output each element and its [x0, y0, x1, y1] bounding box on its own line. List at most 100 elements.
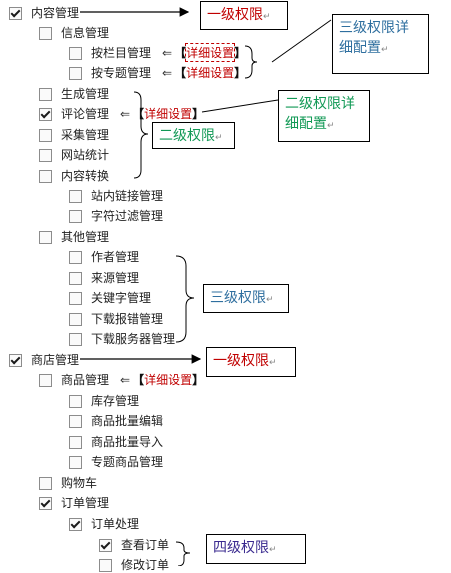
node-label: 采集管理 — [61, 128, 110, 142]
bracket-open: 【 — [132, 107, 145, 121]
detail-settings-label[interactable]: 详细设置 — [144, 373, 193, 387]
detail-settings-link-comment[interactable]: ⇐ 【 详细设置 】 — [120, 105, 204, 122]
tree-node-by-column-mgmt[interactable]: 按栏目管理 — [69, 45, 151, 61]
checkbox[interactable] — [69, 332, 82, 346]
node-label: 库存管理 — [91, 394, 140, 408]
tree-node-download-error-mgmt[interactable]: 下载报错管理 — [69, 311, 163, 327]
checkbox[interactable] — [69, 46, 82, 60]
tree-node-modify-order[interactable]: 修改订单 — [99, 557, 169, 573]
checkbox[interactable] — [39, 107, 52, 121]
tree-node-generate-mgmt[interactable]: 生成管理 — [39, 86, 109, 102]
checkbox[interactable] — [69, 271, 82, 285]
checkbox[interactable] — [69, 66, 82, 80]
checkbox[interactable] — [39, 476, 52, 490]
node-label: 下载报错管理 — [91, 312, 164, 326]
checkbox[interactable] — [69, 189, 82, 203]
tree-node-order-processing[interactable]: 订单处理 — [69, 516, 139, 532]
tree-node-comment-mgmt[interactable]: 评论管理 — [39, 106, 109, 122]
tree-node-order-mgmt[interactable]: 订单管理 — [39, 495, 109, 511]
arrow-left-icon: ⇐ — [162, 65, 173, 80]
node-label: 修改订单 — [121, 558, 170, 572]
detail-settings-label[interactable]: 详细设置 — [186, 66, 235, 80]
node-label: 查看订单 — [121, 538, 170, 552]
tree-node-site-stats[interactable]: 网站统计 — [39, 147, 109, 163]
checkbox[interactable] — [69, 414, 82, 428]
checkbox[interactable] — [9, 353, 22, 367]
annotation-level1-shop: 一级权限↵ — [206, 347, 296, 377]
return-mark-icon: ↵ — [381, 45, 389, 55]
return-mark-icon: ↵ — [269, 545, 277, 555]
tree-node-download-server-mgmt[interactable]: 下载服务器管理 — [69, 331, 175, 347]
annotation-text: 一级权限 — [213, 353, 269, 369]
checkbox[interactable] — [39, 496, 52, 510]
checkbox[interactable] — [99, 558, 112, 572]
detail-settings-link-product[interactable]: ⇐ 【 详细设置 】 — [120, 371, 204, 388]
tree-node-content-mgmt[interactable]: 内容管理 — [9, 5, 79, 21]
arrow-left-icon: ⇐ — [162, 45, 173, 60]
node-label: 专题商品管理 — [91, 455, 164, 469]
checkbox[interactable] — [39, 169, 52, 183]
tree-node-source-mgmt[interactable]: 来源管理 — [69, 270, 139, 286]
checkbox[interactable] — [69, 312, 82, 326]
checkbox[interactable] — [69, 250, 82, 264]
annotation-text: 三级权限 — [210, 290, 266, 306]
tree-node-collect-mgmt[interactable]: 采集管理 — [39, 127, 109, 143]
tree-node-view-order[interactable]: 查看订单 — [99, 537, 169, 553]
node-label: 生成管理 — [61, 87, 110, 101]
tree-node-product-batch-edit[interactable]: 商品批量编辑 — [69, 413, 163, 429]
return-mark-icon: ↵ — [215, 133, 223, 143]
checkbox[interactable] — [69, 291, 82, 305]
checkbox[interactable] — [69, 209, 82, 223]
tree-node-content-convert[interactable]: 内容转换 — [39, 168, 109, 184]
checkbox[interactable] — [39, 128, 52, 142]
node-label: 网站统计 — [61, 148, 110, 162]
annotation-level3: 三级权限↵ — [203, 284, 289, 313]
tree-node-topic-product-mgmt[interactable]: 专题商品管理 — [69, 454, 163, 470]
bracket-close: 】 — [234, 46, 247, 60]
detail-settings-link-by-topic[interactable]: ⇐ 【 详细设置 】 — [162, 64, 246, 81]
node-label: 关键字管理 — [91, 291, 152, 305]
tree-node-other-mgmt[interactable]: 其他管理 — [39, 229, 109, 245]
tree-node-site-link-mgmt[interactable]: 站内链接管理 — [69, 188, 163, 204]
checkbox[interactable] — [69, 435, 82, 449]
tree-node-product-batch-import[interactable]: 商品批量导入 — [69, 434, 163, 450]
node-label: 内容管理 — [31, 6, 80, 20]
tree-node-by-topic-mgmt[interactable]: 按专题管理 — [69, 65, 151, 81]
checkbox[interactable] — [69, 394, 82, 408]
tree-node-cart[interactable]: 购物车 — [39, 475, 97, 491]
annotation-level1-content: 一级权限↵ — [200, 1, 288, 30]
annotation-text: 四级权限 — [213, 540, 269, 556]
bracket-open: 【 — [132, 373, 145, 387]
tree-node-keyword-mgmt[interactable]: 关键字管理 — [69, 290, 151, 306]
node-label: 商店管理 — [31, 353, 80, 367]
checkbox[interactable] — [69, 517, 82, 531]
tree-node-inventory-mgmt[interactable]: 库存管理 — [69, 393, 139, 409]
node-label: 按专题管理 — [91, 66, 152, 80]
return-mark-icon: ↵ — [327, 121, 335, 131]
tree-node-info-mgmt[interactable]: 信息管理 — [39, 25, 109, 41]
detail-settings-label[interactable]: 详细设置 — [144, 107, 193, 121]
checkbox[interactable] — [39, 26, 52, 40]
checkbox[interactable] — [39, 373, 52, 387]
detail-settings-link-by-column[interactable]: ⇐ 【 详细设置 】 — [162, 43, 247, 62]
tree-node-char-filter-mgmt[interactable]: 字符过滤管理 — [69, 208, 163, 224]
checkbox[interactable] — [39, 230, 52, 244]
node-label: 站内链接管理 — [91, 189, 164, 203]
annotation-text: 二级权限详细配置 — [285, 96, 355, 132]
node-label: 购物车 — [61, 476, 98, 490]
checkbox[interactable] — [99, 538, 112, 552]
detail-settings-label[interactable]: 详细设置 — [185, 43, 236, 62]
checkbox[interactable] — [39, 148, 52, 162]
tree-node-author-mgmt[interactable]: 作者管理 — [69, 249, 139, 265]
return-mark-icon: ↵ — [266, 295, 274, 305]
node-label: 作者管理 — [91, 250, 140, 264]
node-label: 字符过滤管理 — [91, 209, 164, 223]
tree-node-product-mgmt[interactable]: 商品管理 — [39, 372, 109, 388]
node-label: 信息管理 — [61, 26, 110, 40]
tree-node-shop-mgmt[interactable]: 商店管理 — [9, 352, 79, 368]
checkbox[interactable] — [39, 87, 52, 101]
checkbox[interactable] — [69, 455, 82, 469]
checkbox[interactable] — [9, 6, 22, 20]
annotation-text: 二级权限 — [159, 128, 215, 144]
